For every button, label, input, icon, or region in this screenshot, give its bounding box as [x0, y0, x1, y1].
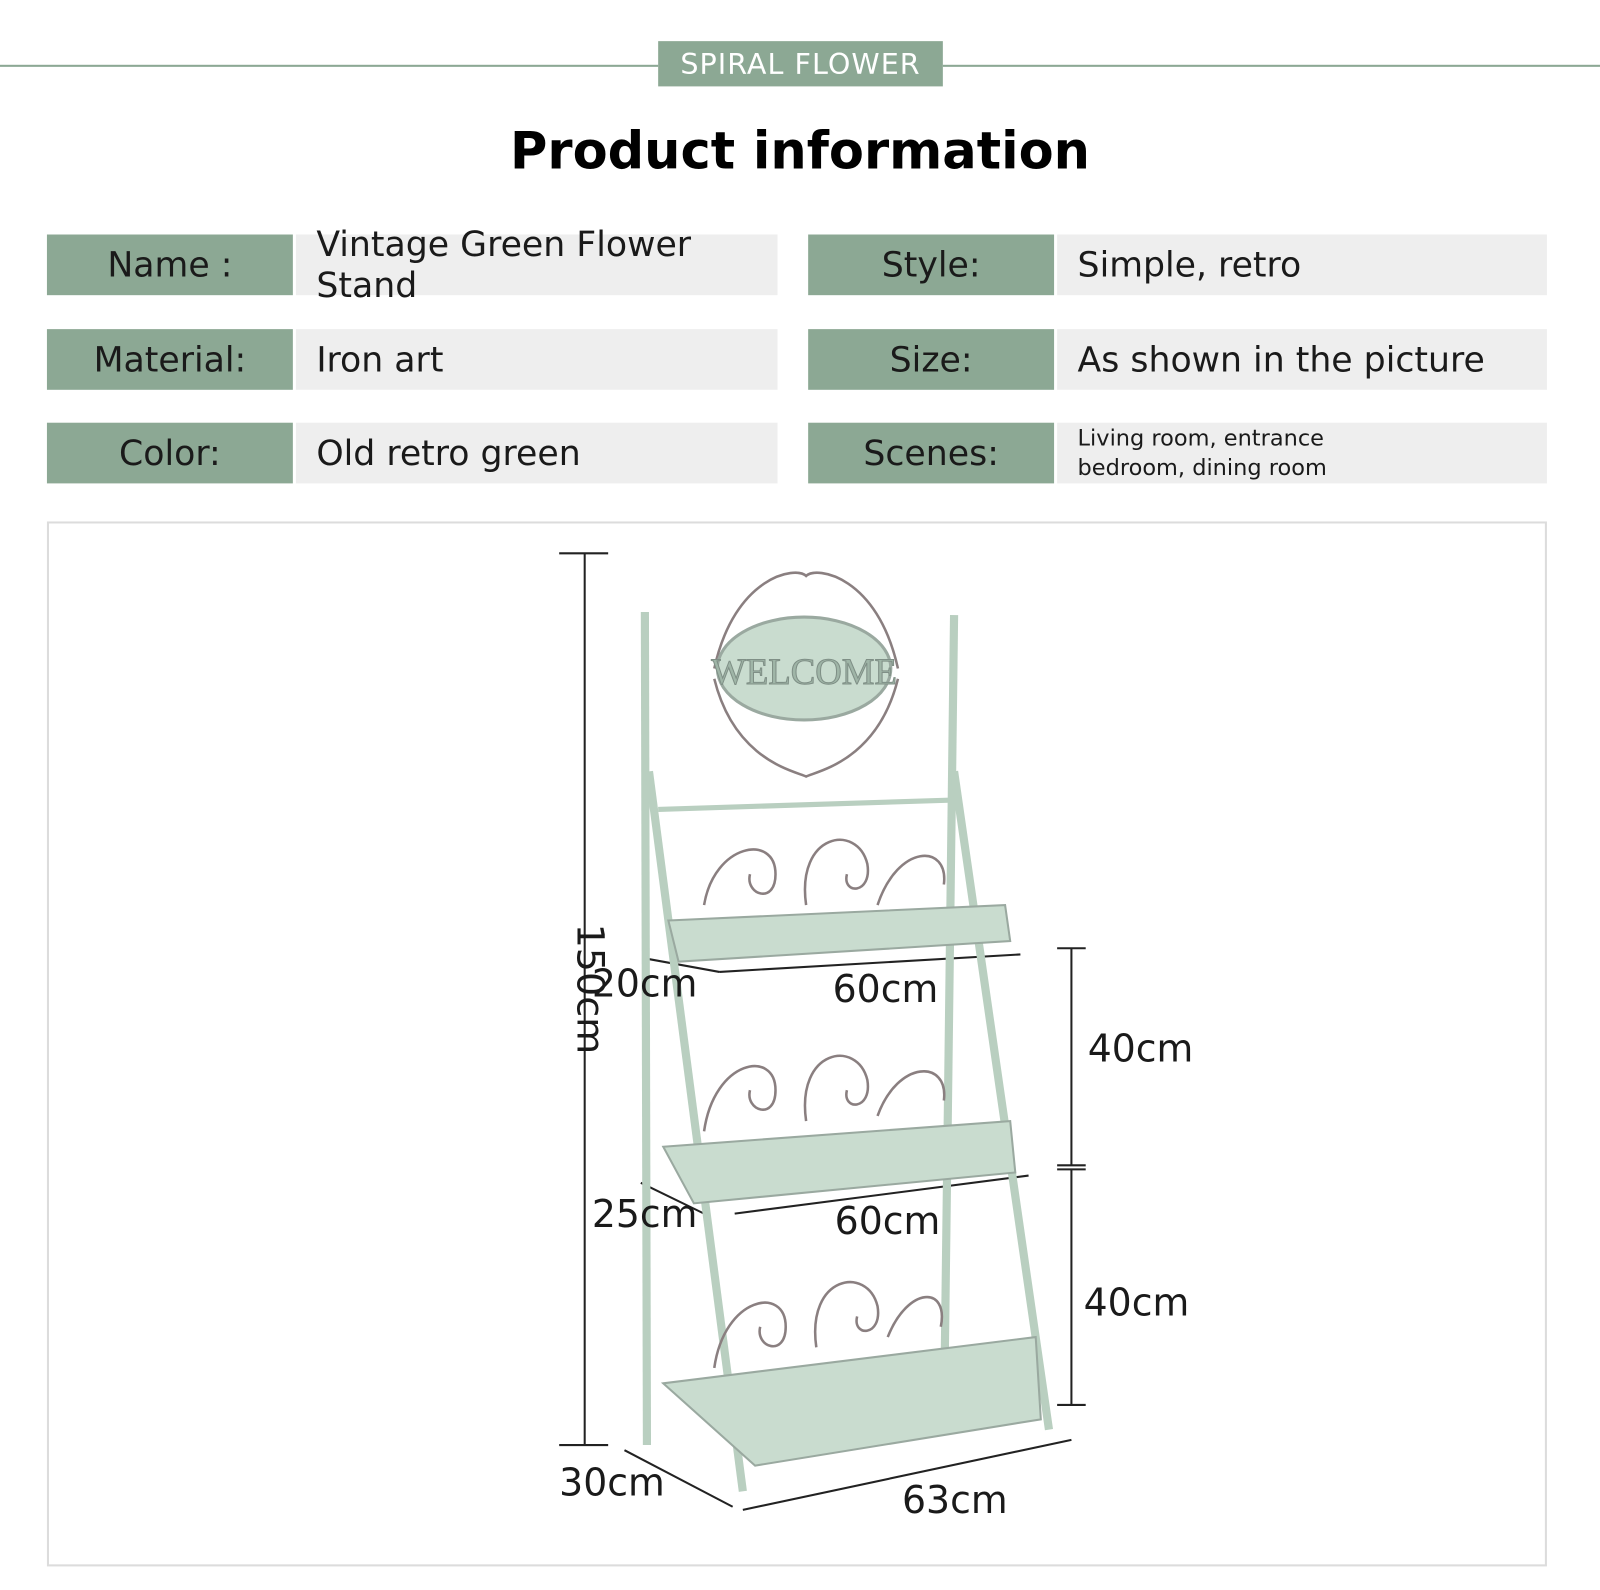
- spec-label-color: Color:: [46, 422, 293, 484]
- spec-value-material: Iron art: [295, 329, 778, 390]
- welcome-sign-text: WELCOME: [711, 651, 897, 692]
- dim-bottom-width: 63cm: [902, 1477, 1008, 1523]
- spec-label-size: Size:: [808, 329, 1055, 390]
- product-image-frame: [46, 521, 1547, 1567]
- dim-mid-depth: 25cm: [591, 1192, 698, 1237]
- divider-right: [942, 64, 1600, 67]
- spec-value-style: Simple, retro: [1057, 234, 1547, 296]
- scroll-ornaments: [702, 571, 946, 1369]
- dim-mid-width: 60cm: [834, 1199, 941, 1244]
- spec-label-scenes: Scenes:: [808, 422, 1055, 484]
- dimension-lines: [559, 552, 1086, 1511]
- dim-top-depth: 20cm: [591, 961, 698, 1006]
- spec-label-style: Style:: [808, 234, 1055, 296]
- divider-left: [0, 64, 659, 67]
- scenes-line-1: Living room, entrance: [1077, 425, 1324, 451]
- welcome-sign: [715, 615, 893, 722]
- dim-gap-lower: 40cm: [1083, 1280, 1190, 1325]
- spec-label-material: Material:: [46, 329, 293, 390]
- page-title: Product information: [510, 121, 1090, 182]
- dim-gap-upper: 40cm: [1087, 1026, 1194, 1071]
- brand-label: SPIRAL FLOWER: [658, 41, 943, 87]
- stand-frame: [640, 611, 1054, 1492]
- dim-bottom-depth: 30cm: [559, 1460, 665, 1505]
- spec-value-color: Old retro green: [295, 422, 778, 484]
- spec-value-scenes: Living room, entrance bedroom, dining ro…: [1057, 422, 1547, 484]
- spec-label-name: Name :: [46, 234, 293, 296]
- stand-trays: [660, 904, 1042, 1467]
- dim-top-width: 60cm: [832, 966, 939, 1012]
- scenes-line-2: bedroom, dining room: [1077, 455, 1327, 481]
- spec-value-size: As shown in the picture: [1057, 329, 1547, 390]
